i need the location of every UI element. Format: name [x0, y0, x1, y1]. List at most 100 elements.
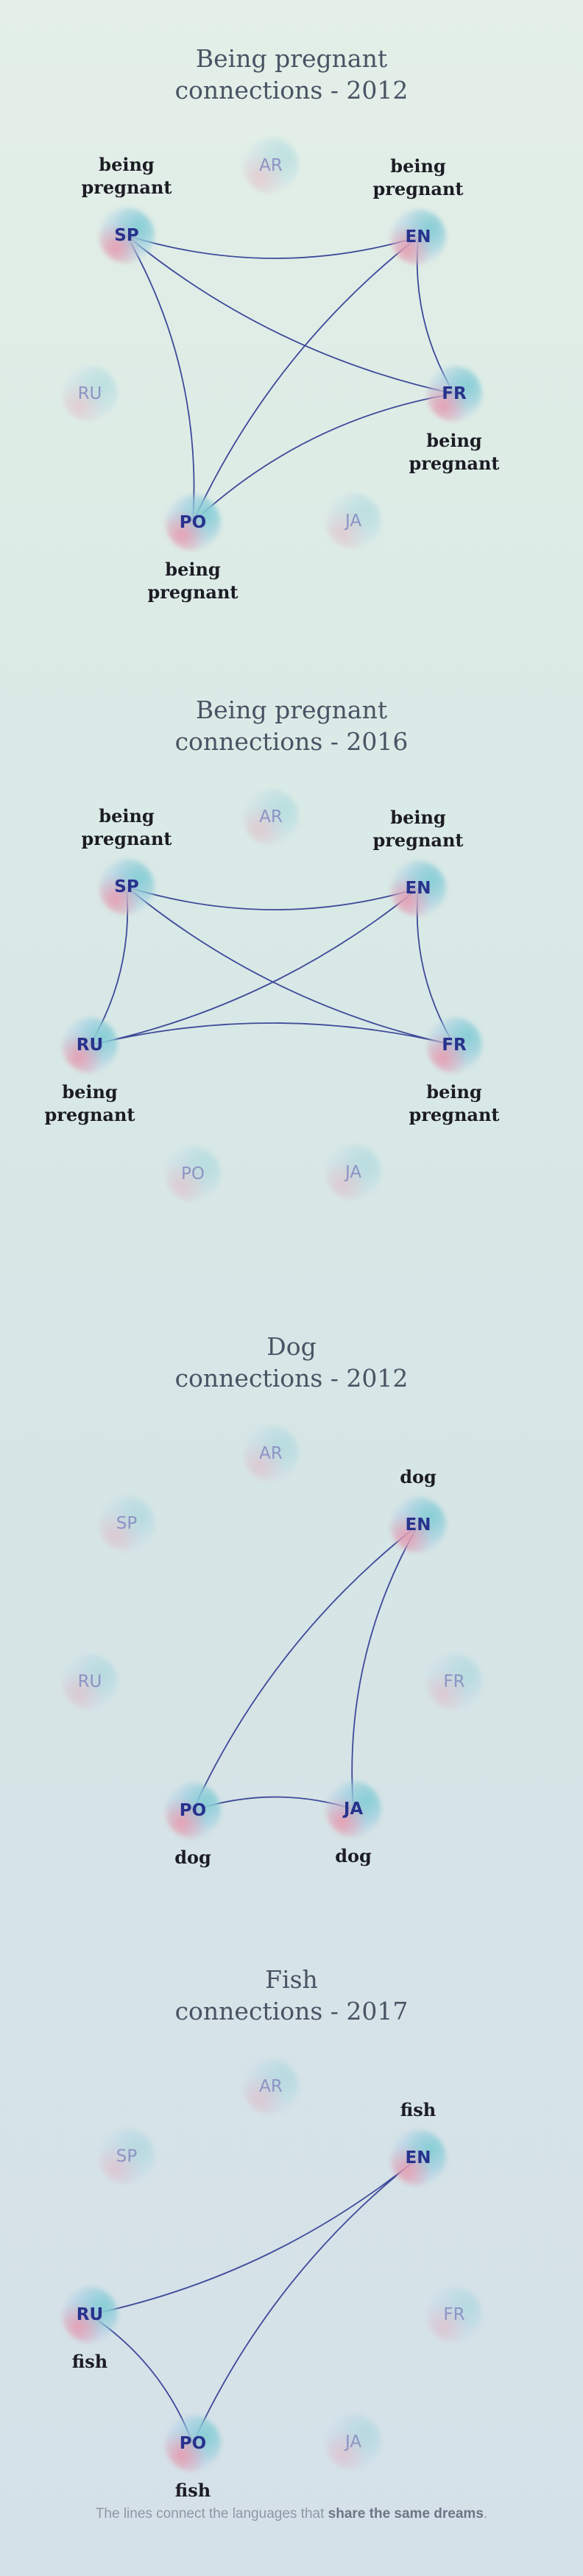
node-blob-icon: [99, 1496, 155, 1551]
language-node-en: EN: [387, 1494, 449, 1556]
language-node-en: EN: [387, 2127, 449, 2189]
node-blob-icon: [165, 1146, 221, 1202]
edge-ru-fr: [89, 1022, 455, 1046]
node-blob-icon: [62, 2287, 118, 2343]
language-node-sp: SP: [96, 1493, 158, 1554]
footer-text-after: .: [483, 2506, 488, 2522]
language-node-ru: RU: [59, 1014, 121, 1076]
node-blob-icon: [390, 209, 446, 265]
language-code: AR: [259, 2077, 283, 2096]
language-code: JA: [344, 2432, 362, 2452]
language-code: EN: [405, 2148, 431, 2168]
language-node-ar: AR: [240, 135, 302, 197]
edge-sp-fr: [126, 235, 455, 394]
language-node-ru: RU: [59, 1651, 121, 1713]
language-node-sp: SP: [96, 2126, 158, 2187]
panel-title: Being pregnant connections - 2012: [0, 43, 583, 106]
panel-title-line1: Fish: [265, 1965, 318, 1994]
language-code: FR: [443, 1672, 465, 1691]
language-node-en: EN: [387, 206, 449, 268]
node-blob-icon: [99, 208, 155, 263]
node-blob-icon: [325, 1144, 381, 1200]
language-node-po: PO: [162, 492, 224, 553]
word-label: fish: [174, 2480, 211, 2501]
node-blob-icon: [165, 1783, 221, 1839]
edge-en-po: [192, 1524, 419, 1811]
connection-graph: [192, 1524, 419, 1811]
panel-title-line1: Dog: [266, 1332, 317, 1361]
language-code: SP: [114, 877, 139, 896]
language-code: JA: [344, 512, 362, 531]
language-node-po: PO: [162, 1143, 224, 1205]
node-blob-icon: [426, 1654, 482, 1710]
language-code: PO: [179, 513, 207, 532]
language-node-ru: RU: [59, 363, 121, 425]
node-blob-icon: [243, 2059, 299, 2115]
panel-title: Being pregnant connections - 2016: [0, 694, 583, 757]
edge-en-ru: [89, 2157, 419, 2315]
node-blob-icon: [243, 789, 299, 845]
panel-title-line2: connections - 2012: [174, 76, 409, 105]
language-node-en: EN: [387, 857, 449, 919]
language-node-sp: SP: [96, 205, 158, 266]
word-label: fish: [71, 2351, 108, 2372]
panel-title-line2: connections - 2012: [174, 1364, 409, 1393]
language-code: SP: [114, 226, 139, 245]
edge-en-po: [192, 2157, 419, 2444]
node-blob-icon: [390, 2130, 446, 2186]
edge-sp-fr: [126, 886, 455, 1046]
language-code: PO: [179, 2434, 207, 2453]
panel-being-pregnant-2012: Being pregnant connections - 2012 SP bein…: [0, 0, 583, 633]
connection-graph: [126, 235, 455, 523]
word-label: dog: [400, 1466, 437, 1487]
edge-fr-po: [192, 393, 455, 523]
edge-en-ja: [351, 1524, 419, 1810]
language-node-ja: JA: [322, 1142, 384, 1203]
panel-title: Dog connections - 2012: [0, 1331, 583, 1394]
language-code: PO: [179, 1801, 207, 1820]
connection-graph: [89, 886, 455, 1046]
node-blob-icon: [426, 1017, 482, 1073]
language-node-ar: AR: [240, 786, 302, 848]
footer-caption: The lines connect the languages that sha…: [0, 2506, 583, 2522]
language-code: SP: [116, 1514, 138, 1533]
language-node-ja: JA: [322, 490, 384, 552]
node-blob-icon: [325, 2414, 381, 2470]
language-code: AR: [259, 807, 283, 827]
language-code: RU: [76, 1036, 104, 1055]
edge-sp-en: [126, 235, 419, 259]
language-code: RU: [76, 2305, 104, 2324]
panel-title-line2: connections - 2017: [174, 1997, 409, 2025]
language-node-sp: SP: [96, 856, 158, 918]
language-code: FR: [443, 2305, 465, 2324]
node-blob-icon: [243, 138, 299, 194]
footer-text-bold: share the same dreams: [328, 2506, 484, 2522]
language-code: AR: [259, 1444, 283, 1463]
language-node-ja: JA: [322, 2411, 384, 2473]
node-blob-icon: [243, 1426, 299, 1482]
node-blob-icon: [165, 495, 221, 551]
language-node-fr: FR: [423, 363, 485, 425]
language-code: FR: [442, 1036, 467, 1055]
language-code: RU: [77, 1672, 102, 1691]
edge-en-po: [192, 236, 419, 523]
footer-text-before: The lines connect the languages that: [95, 2506, 328, 2522]
language-code: EN: [405, 227, 431, 247]
language-code: RU: [77, 384, 102, 403]
panel-being-pregnant-2016: Being pregnant connections - 2016 SP bein…: [0, 651, 583, 1284]
panel-title-line1: Being pregnant: [195, 44, 388, 73]
language-code: SP: [116, 2147, 138, 2166]
panel-title-line2: connections - 2016: [174, 727, 409, 756]
language-node-po: PO: [162, 2413, 224, 2474]
node-blob-icon: [62, 366, 118, 422]
language-node-ar: AR: [240, 2056, 302, 2117]
node-blob-icon: [99, 859, 155, 915]
language-code: AR: [259, 156, 283, 175]
node-blob-icon: [99, 2129, 155, 2184]
